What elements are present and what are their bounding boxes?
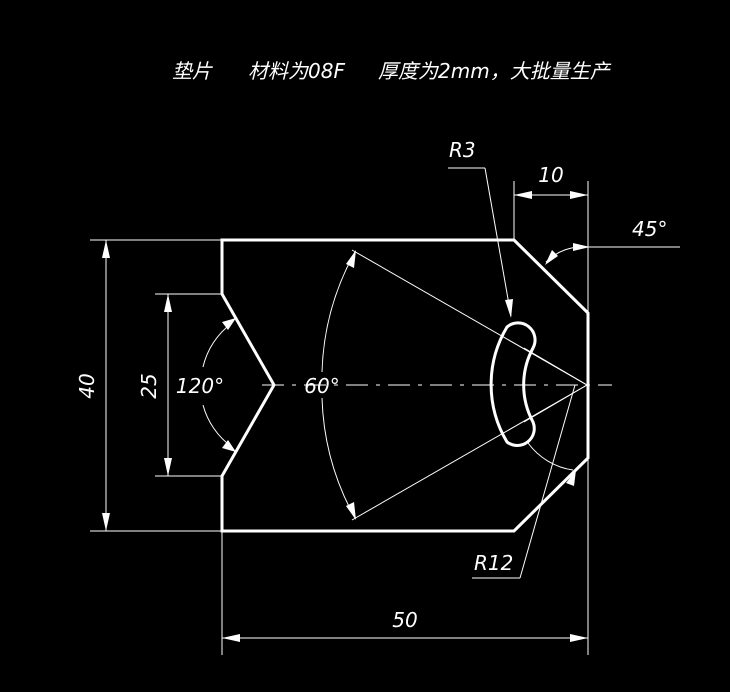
dim-width-text: 50 [392,608,417,632]
arrow-slot-angle-bottom [346,502,356,520]
material-text: 材料为08F [248,59,345,83]
dim-r3-text: R3 [449,138,476,162]
dim-r12-text: R12 [474,551,513,575]
arc-slot-angle-bottom [321,397,356,519]
part-name-text: 垫片 [172,59,213,83]
arrow-notch-bottom [164,458,172,476]
arrow-notch-angle-top [222,318,236,330]
spec-text: 厚度为2mm，大批量生产 [378,59,612,83]
arrow-chamfer-left [514,191,532,199]
arrow-width-left [222,634,240,642]
part-outline [220,238,590,533]
arrow-r3 [505,299,513,318]
arrow-notch-angle-bottom [222,440,236,452]
leader-r3 [484,167,512,317]
arrow-notch-top [164,294,172,312]
arc-r12-extension [527,442,574,471]
dim-notch-text: 25 [137,373,161,398]
arrow-chamfer-angle-left [545,250,558,265]
arrow-slot-angle-top [346,250,356,268]
leader-r12 [519,384,576,579]
arrow-chamfer-right [570,191,588,199]
radial-line-inner-bottom [523,384,588,423]
dim-chamfer-width-text: 10 [538,163,563,187]
dim-height-text: 40 [75,373,99,398]
arrow-chamfer-angle-right [573,243,590,251]
dim-slot-angle-text: 60° [304,374,339,398]
kidney-slot [489,321,537,447]
dim-chamfer-angle-text: 45° [632,217,667,241]
arc-slot-angle-top [321,251,356,373]
arc-notch-top [202,322,233,368]
dim-notch-angle-text: 120° [176,374,224,398]
radial-line-inner-top [523,347,588,386]
arrow-width-right [570,634,588,642]
arrow-height-top [102,240,110,258]
arrow-height-bottom [102,513,110,531]
arrow-r12 [566,470,576,486]
